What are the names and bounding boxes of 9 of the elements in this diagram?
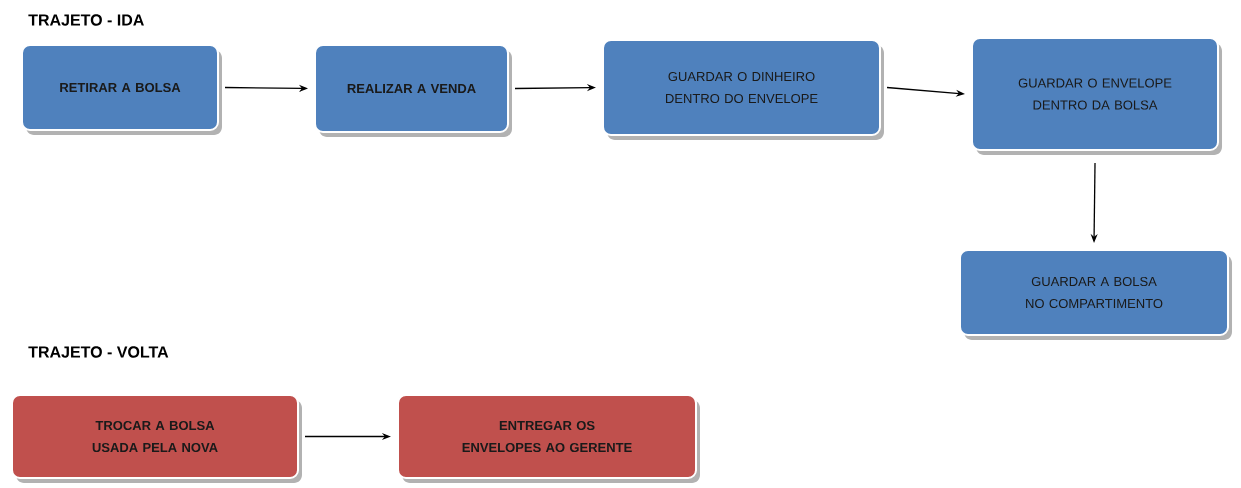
process-box: RETIRAR A BOLSA (21, 44, 222, 135)
process-box: REALIZAR A VENDA (314, 44, 512, 137)
process-box: ENTREGAR OS ENVELOPES AO GERENTE (397, 394, 700, 483)
process-box: GUARDAR A BOLSA NO COMPARTIMENTO (959, 249, 1232, 340)
process-box: GUARDAR O ENVELOPE DENTRO DA BOLSA (971, 37, 1222, 155)
process-box: TROCAR A BOLSA USADA PELA NOVA (11, 394, 302, 483)
process-box: GUARDAR O DINHEIRO DENTRO DO ENVELOPE (602, 39, 884, 140)
section-heading: TRAJETO - VOLTA (28, 346, 169, 358)
section-heading: TRAJETO - IDA (28, 14, 144, 26)
